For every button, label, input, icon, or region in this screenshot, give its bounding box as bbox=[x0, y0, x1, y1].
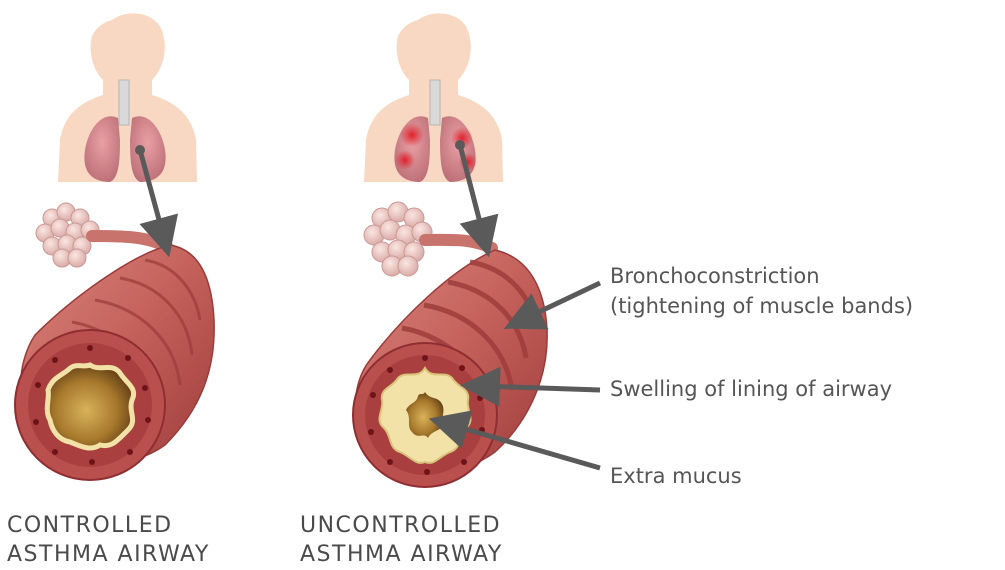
uncontrolled-figure bbox=[353, 13, 547, 487]
arrow-origin-dot bbox=[135, 145, 145, 155]
mucus-label: Extra mucus bbox=[610, 461, 742, 491]
bronchoconstriction-label: Bronchoconstriction (tightening of muscl… bbox=[610, 261, 913, 321]
bronchiole bbox=[425, 240, 492, 248]
controlled-figure bbox=[15, 13, 214, 480]
bronchoconstriction-label-line2: (tightening of muscle bands) bbox=[610, 291, 913, 321]
arrow-origin-dot bbox=[455, 140, 465, 150]
controlled-caption-line2: ASTHMA AIRWAY bbox=[7, 540, 210, 569]
bronchoconstriction-label-line1: Bronchoconstriction bbox=[610, 261, 913, 291]
uncontrolled-caption-line2: ASTHMA AIRWAY bbox=[300, 540, 503, 569]
trachea bbox=[430, 80, 440, 125]
controlled-caption-line1: CONTROLLED bbox=[7, 511, 210, 540]
uncontrolled-caption-line1: UNCONTROLLED bbox=[300, 511, 503, 540]
open-lumen bbox=[47, 365, 133, 448]
controlled-caption: CONTROLLED ASTHMA AIRWAY bbox=[7, 511, 210, 569]
bronchiole bbox=[92, 236, 168, 248]
uncontrolled-caption: UNCONTROLLED ASTHMA AIRWAY bbox=[300, 511, 503, 569]
swelling-label: Swelling of lining of airway bbox=[610, 374, 892, 404]
trachea bbox=[119, 80, 129, 125]
